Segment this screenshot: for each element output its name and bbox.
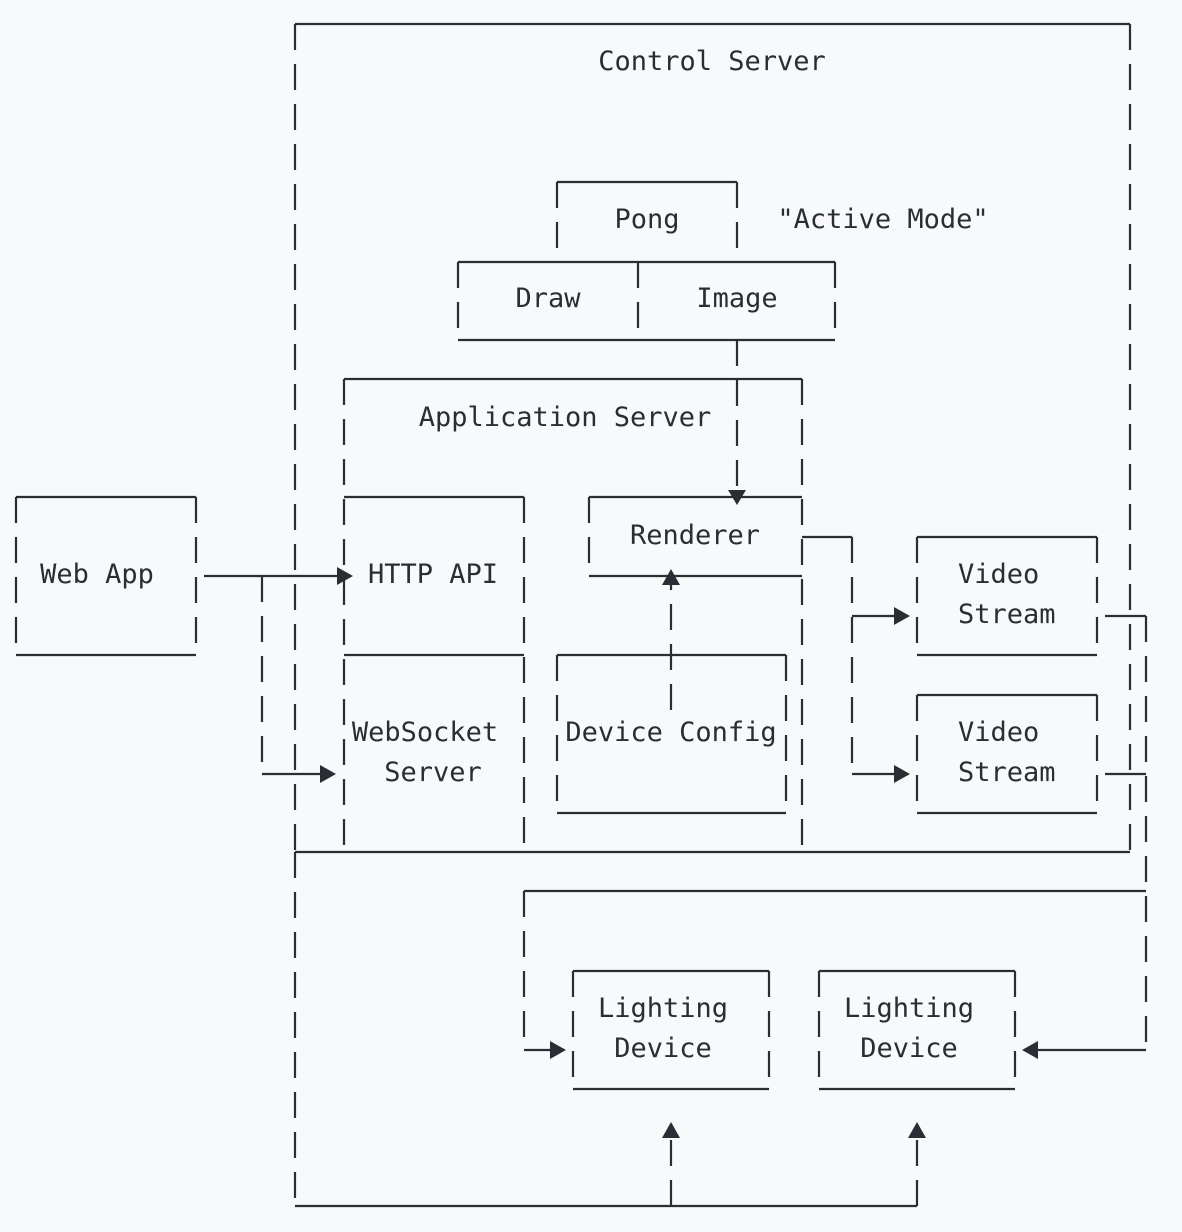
- application-server-box: [342, 377, 804, 852]
- lighting-device-2-label-line2: Device: [860, 1033, 958, 1064]
- bottom-feed-connectors: [662, 1122, 926, 1206]
- image-to-renderer-connector: [728, 340, 746, 505]
- device-config-to-renderer-connector: [662, 569, 680, 710]
- video-stream-2-label-line1: Video: [958, 717, 1039, 748]
- pong-label: Pong: [614, 204, 679, 235]
- web-app-to-http-api-connector: [204, 567, 353, 585]
- lighting-device-1-label-line2: Device: [614, 1033, 712, 1064]
- video-stream-1-box: [915, 535, 1099, 657]
- video-streams-to-lighting-connector: [522, 614, 1148, 1059]
- lighting-device-2-label-line1: Lighting: [844, 993, 974, 1024]
- renderer-to-video-streams-connector: [802, 535, 910, 783]
- web-app-to-websocket-connector: [260, 576, 336, 783]
- video-stream-1-label-line2: Stream: [958, 599, 1056, 630]
- lower-region-connector: [293, 852, 917, 1208]
- renderer-box: [587, 495, 802, 578]
- application-server-title: Application Server: [419, 402, 712, 433]
- video-stream-1-label-line1: Video: [958, 559, 1039, 590]
- websocket-server-label-line1: WebSocket: [352, 717, 498, 748]
- lighting-device-1-box: [571, 969, 771, 1091]
- control-server-title: Control Server: [598, 46, 826, 77]
- lighting-device-1-label-line1: Lighting: [598, 993, 728, 1024]
- draw-image-box: [456, 260, 837, 342]
- http-api-box: [344, 495, 526, 852]
- device-config-label: Device Config: [565, 717, 776, 748]
- draw-label: Draw: [515, 283, 581, 314]
- web-app-label: Web App: [40, 559, 154, 590]
- web-app-box: [14, 495, 198, 657]
- video-stream-2-label-line2: Stream: [958, 757, 1056, 788]
- control-server-box: [293, 22, 1132, 854]
- video-stream-2-box: [915, 693, 1099, 815]
- renderer-label: Renderer: [630, 520, 760, 551]
- http-api-label: HTTP API: [368, 559, 498, 590]
- lighting-device-2-box: [817, 969, 1017, 1091]
- websocket-server-label-line2: Server: [384, 757, 482, 788]
- image-label: Image: [696, 283, 777, 314]
- active-mode-label: "Active Mode": [777, 204, 988, 235]
- pong-box: [555, 180, 739, 262]
